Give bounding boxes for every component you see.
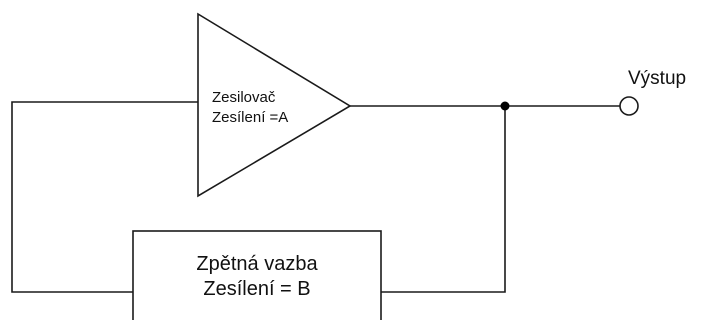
amplifier-triangle xyxy=(197,12,352,198)
junction-dot xyxy=(500,101,510,111)
output-terminal[interactable] xyxy=(619,96,639,116)
feedback-return-wire xyxy=(381,106,506,293)
amplifier-gain-label: Zesílení =A xyxy=(212,109,288,126)
input-feedback-wire xyxy=(11,101,198,293)
amplifier-title: Zesilovač xyxy=(212,89,276,106)
feedback-gain-label: Zesílení = B xyxy=(203,278,310,300)
feedback-block xyxy=(132,230,382,320)
feedback-title: Zpětná vazba xyxy=(196,253,318,275)
output-label: Výstup xyxy=(628,68,686,89)
